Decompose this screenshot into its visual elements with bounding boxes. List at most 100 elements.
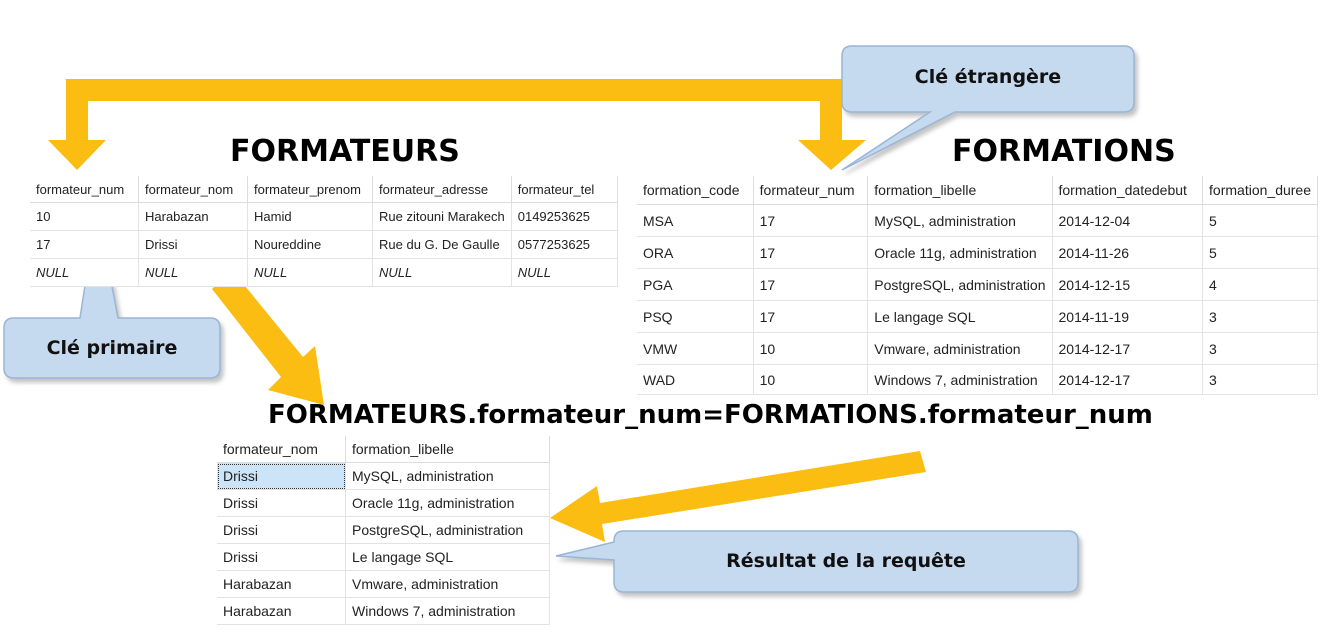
table-cell[interactable]: 0149253625: [511, 202, 619, 231]
table-cell[interactable]: Harabazan: [138, 202, 248, 231]
table-header-row: formation_code formateur_num formation_l…: [637, 176, 1318, 205]
table-cell[interactable]: NULL: [138, 258, 248, 287]
table-cell[interactable]: 5: [1202, 236, 1318, 269]
foreign-key-label: Clé étrangère: [914, 66, 1062, 88]
table-cell[interactable]: 2014-12-17: [1052, 332, 1204, 365]
table-cell[interactable]: PostgreSQL, administration: [867, 268, 1053, 301]
table-cell[interactable]: Drissi: [217, 489, 346, 517]
table-row: 10 Harabazan Hamid Rue zitouni Marakech …: [30, 202, 619, 231]
primary-key-callout: [3, 206, 221, 379]
formateurs-table: formateur_num formateur_nom formateur_pr…: [30, 176, 619, 287]
join-arrow-right: [550, 451, 926, 542]
table-cell[interactable]: NULL: [247, 258, 373, 287]
table-cell[interactable]: Oracle 11g, administration: [345, 489, 550, 517]
table-cell[interactable]: 17: [30, 230, 139, 259]
table-cell[interactable]: WAD: [637, 364, 754, 395]
table-cell[interactable]: Harabazan: [217, 597, 346, 625]
result-label: Résultat de la requête: [726, 550, 966, 572]
table-cell[interactable]: Windows 7, administration: [345, 597, 550, 625]
foreign-key-callout: [841, 45, 1135, 171]
table-cell[interactable]: Hamid: [247, 202, 373, 231]
column-header[interactable]: formation_datedebut: [1052, 176, 1204, 205]
table-cell[interactable]: 2014-12-17: [1052, 364, 1204, 395]
table-cell[interactable]: Windows 7, administration: [867, 364, 1053, 395]
column-header[interactable]: formation_libelle: [867, 176, 1053, 205]
table-cell[interactable]: 17: [753, 236, 869, 269]
table-header-row: formateur_num formateur_nom formateur_pr…: [30, 176, 619, 203]
table-cell[interactable]: PGA: [637, 268, 754, 301]
table-cell[interactable]: 2014-11-19: [1052, 300, 1204, 333]
table-cell[interactable]: 3: [1202, 332, 1318, 365]
table-cell[interactable]: Oracle 11g, administration: [867, 236, 1053, 269]
table-cell[interactable]: Rue du G. De Gaulle: [372, 230, 512, 259]
column-header[interactable]: formateur_tel: [511, 176, 619, 203]
table-row: PGA 17 PostgreSQL, administration 2014-1…: [637, 268, 1318, 301]
column-header[interactable]: formateur_prenom: [247, 176, 373, 203]
table-cell[interactable]: Noureddine: [247, 230, 373, 259]
table-cell[interactable]: 3: [1202, 300, 1318, 333]
table-cell[interactable]: 2014-12-15: [1052, 268, 1204, 301]
table-cell[interactable]: 17: [753, 204, 869, 237]
table-cell[interactable]: Harabazan: [217, 570, 346, 598]
table-cell[interactable]: Drissi: [217, 543, 346, 571]
table-cell[interactable]: Drissi: [138, 230, 248, 259]
table-cell[interactable]: Drissi: [217, 462, 346, 490]
result-callout: [555, 530, 1079, 593]
join-arrow-left: [212, 270, 324, 405]
table-cell[interactable]: NULL: [30, 258, 139, 287]
result-table: formateur_nom formation_libelle Drissi M…: [217, 436, 550, 625]
table-cell[interactable]: VMW: [637, 332, 754, 365]
table-row: Drissi Oracle 11g, administration: [217, 489, 550, 517]
table-cell[interactable]: Drissi: [217, 516, 346, 544]
table-row: PSQ 17 Le langage SQL 2014-11-19 3: [637, 300, 1318, 333]
table-cell[interactable]: Vmware, administration: [345, 570, 550, 598]
table-cell[interactable]: Le langage SQL: [345, 543, 550, 571]
column-header[interactable]: formation_duree: [1202, 176, 1318, 205]
column-header[interactable]: formateur_nom: [217, 436, 346, 463]
table-cell[interactable]: Le langage SQL: [867, 300, 1053, 333]
table-cell[interactable]: 10: [753, 332, 869, 365]
table-cell[interactable]: 10: [30, 202, 139, 231]
table-cell[interactable]: 2014-12-04: [1052, 204, 1204, 237]
table-cell[interactable]: 0577253625: [511, 230, 619, 259]
table-cell[interactable]: Rue zitouni Marakech: [372, 202, 512, 231]
column-header[interactable]: formateur_adresse: [372, 176, 512, 203]
table-row: Harabazan Windows 7, administration: [217, 597, 550, 625]
table-cell[interactable]: 5: [1202, 204, 1318, 237]
table-cell[interactable]: MySQL, administration: [867, 204, 1053, 237]
column-header[interactable]: formateur_num: [753, 176, 869, 205]
table-row: Drissi PostgreSQL, administration: [217, 516, 550, 544]
formateurs-title: FORMATEURS: [230, 134, 460, 169]
table-header-row: formateur_nom formation_libelle: [217, 436, 550, 463]
column-header[interactable]: formation_libelle: [345, 436, 550, 463]
column-header[interactable]: formateur_num: [30, 176, 139, 203]
table-row: WAD 10 Windows 7, administration 2014-12…: [637, 364, 1318, 395]
table-cell[interactable]: 17: [753, 300, 869, 333]
column-header[interactable]: formateur_nom: [138, 176, 248, 203]
formations-table: formation_code formateur_num formation_l…: [637, 176, 1318, 395]
formations-title: FORMATIONS: [952, 134, 1176, 169]
table-row: MSA 17 MySQL, administration 2014-12-04 …: [637, 204, 1318, 237]
table-cell[interactable]: 4: [1202, 268, 1318, 301]
table-cell[interactable]: MySQL, administration: [345, 462, 550, 490]
primary-key-label: Clé primaire: [46, 337, 178, 359]
table-row: VMW 10 Vmware, administration 2014-12-17…: [637, 332, 1318, 365]
table-cell[interactable]: 3: [1202, 364, 1318, 395]
table-cell[interactable]: 2014-11-26: [1052, 236, 1204, 269]
table-cell[interactable]: 10: [753, 364, 869, 395]
table-cell[interactable]: ORA: [637, 236, 754, 269]
foreign-key-link-arrow: [48, 79, 866, 170]
table-row: ORA 17 Oracle 11g, administration 2014-1…: [637, 236, 1318, 269]
table-cell[interactable]: Vmware, administration: [867, 332, 1053, 365]
column-header[interactable]: formation_code: [637, 176, 754, 205]
table-row: Drissi MySQL, administration: [217, 462, 550, 490]
table-cell[interactable]: NULL: [372, 258, 512, 287]
table-cell[interactable]: PSQ: [637, 300, 754, 333]
table-cell[interactable]: PostgreSQL, administration: [345, 516, 550, 544]
table-cell[interactable]: NULL: [511, 258, 619, 287]
table-row: NULL NULL NULL NULL NULL: [30, 258, 619, 287]
table-cell[interactable]: 17: [753, 268, 869, 301]
table-row: Drissi Le langage SQL: [217, 543, 550, 571]
table-cell[interactable]: MSA: [637, 204, 754, 237]
